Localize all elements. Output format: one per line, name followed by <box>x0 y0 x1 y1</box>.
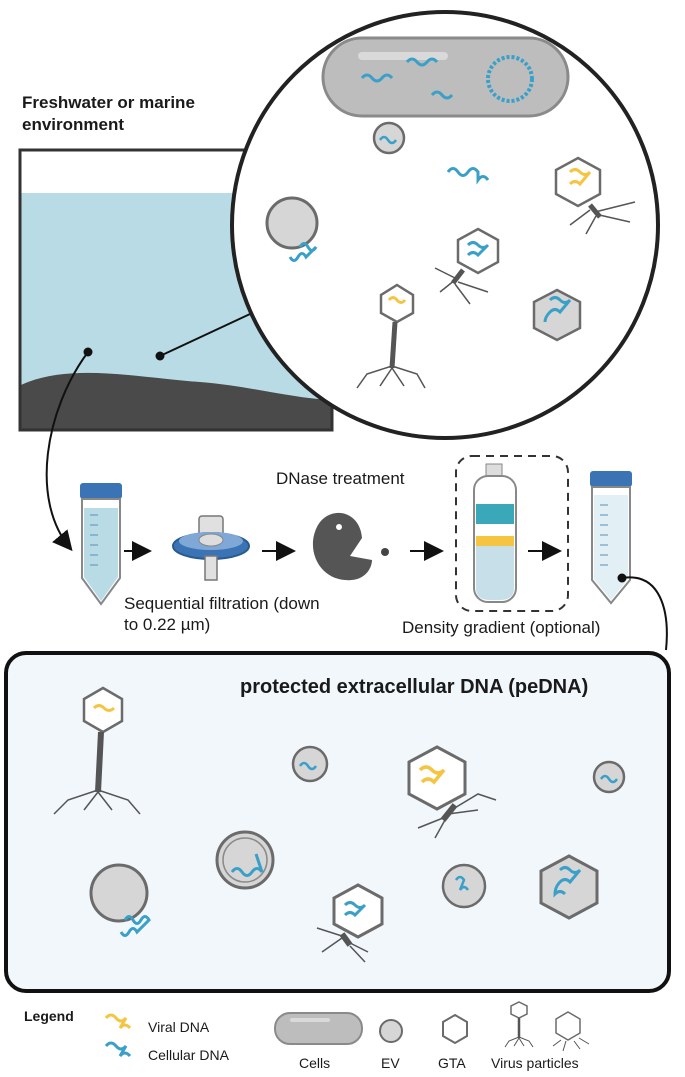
legend-viral-dna-label: Viral DNA <box>148 1019 210 1035</box>
virus-particle <box>554 156 636 235</box>
legend-title: Legend <box>24 1008 74 1024</box>
ev-particle <box>372 121 406 155</box>
cell-icon <box>274 1012 363 1045</box>
sample-point <box>155 351 165 361</box>
legend-cellular-dna-label: Cellular DNA <box>148 1047 229 1063</box>
virus-particle <box>356 283 426 389</box>
free-cellular-dna <box>446 167 490 185</box>
virus-particle <box>316 883 384 963</box>
syringe-filter <box>172 515 250 581</box>
viral-dna-icon <box>104 1013 132 1030</box>
filtration-label: Sequential filtration (down to 0.22 µm) <box>124 594 320 635</box>
gta-particle <box>532 288 582 342</box>
pedna-title: protected extracellular DNA (peDNA) <box>240 676 589 698</box>
ev-particle <box>441 863 487 909</box>
result-tube <box>590 471 632 605</box>
virus-particle-icon <box>504 1001 534 1048</box>
ev-particle <box>592 760 626 794</box>
dnase-enzyme <box>312 512 389 581</box>
gradient-tube <box>473 463 517 603</box>
cellular-dna-icon <box>104 1041 132 1058</box>
virus-particle <box>407 745 497 839</box>
zoom-circle <box>230 10 660 440</box>
legend-cells-label: Cells <box>299 1055 331 1071</box>
ev-icon <box>379 1019 403 1043</box>
legend-ev-label: EV <box>381 1055 400 1071</box>
density-gradient-label: Density gradient (optional) <box>402 618 601 637</box>
ev-particle <box>265 196 319 262</box>
result-connector <box>621 576 668 651</box>
legend-virus-particles-label: Virus particles <box>491 1055 579 1071</box>
virus-particle <box>53 686 141 815</box>
gta-particle <box>539 854 599 920</box>
ev-particle <box>291 745 329 783</box>
virus-particle-icon <box>552 1011 590 1052</box>
ev-particle <box>89 863 151 937</box>
cell <box>321 36 570 118</box>
pedna-panel <box>4 651 671 993</box>
gta-icon <box>442 1013 468 1045</box>
sediment <box>21 372 331 429</box>
environment-title: Freshwater or marine environment <box>22 93 195 135</box>
sampling-arrow <box>45 351 89 552</box>
dnase-label: DNase treatment <box>276 469 405 488</box>
virus-particle <box>434 227 500 305</box>
sample-tube <box>80 483 122 606</box>
ev-particle <box>215 830 275 890</box>
legend-gta-label: GTA <box>438 1055 466 1071</box>
